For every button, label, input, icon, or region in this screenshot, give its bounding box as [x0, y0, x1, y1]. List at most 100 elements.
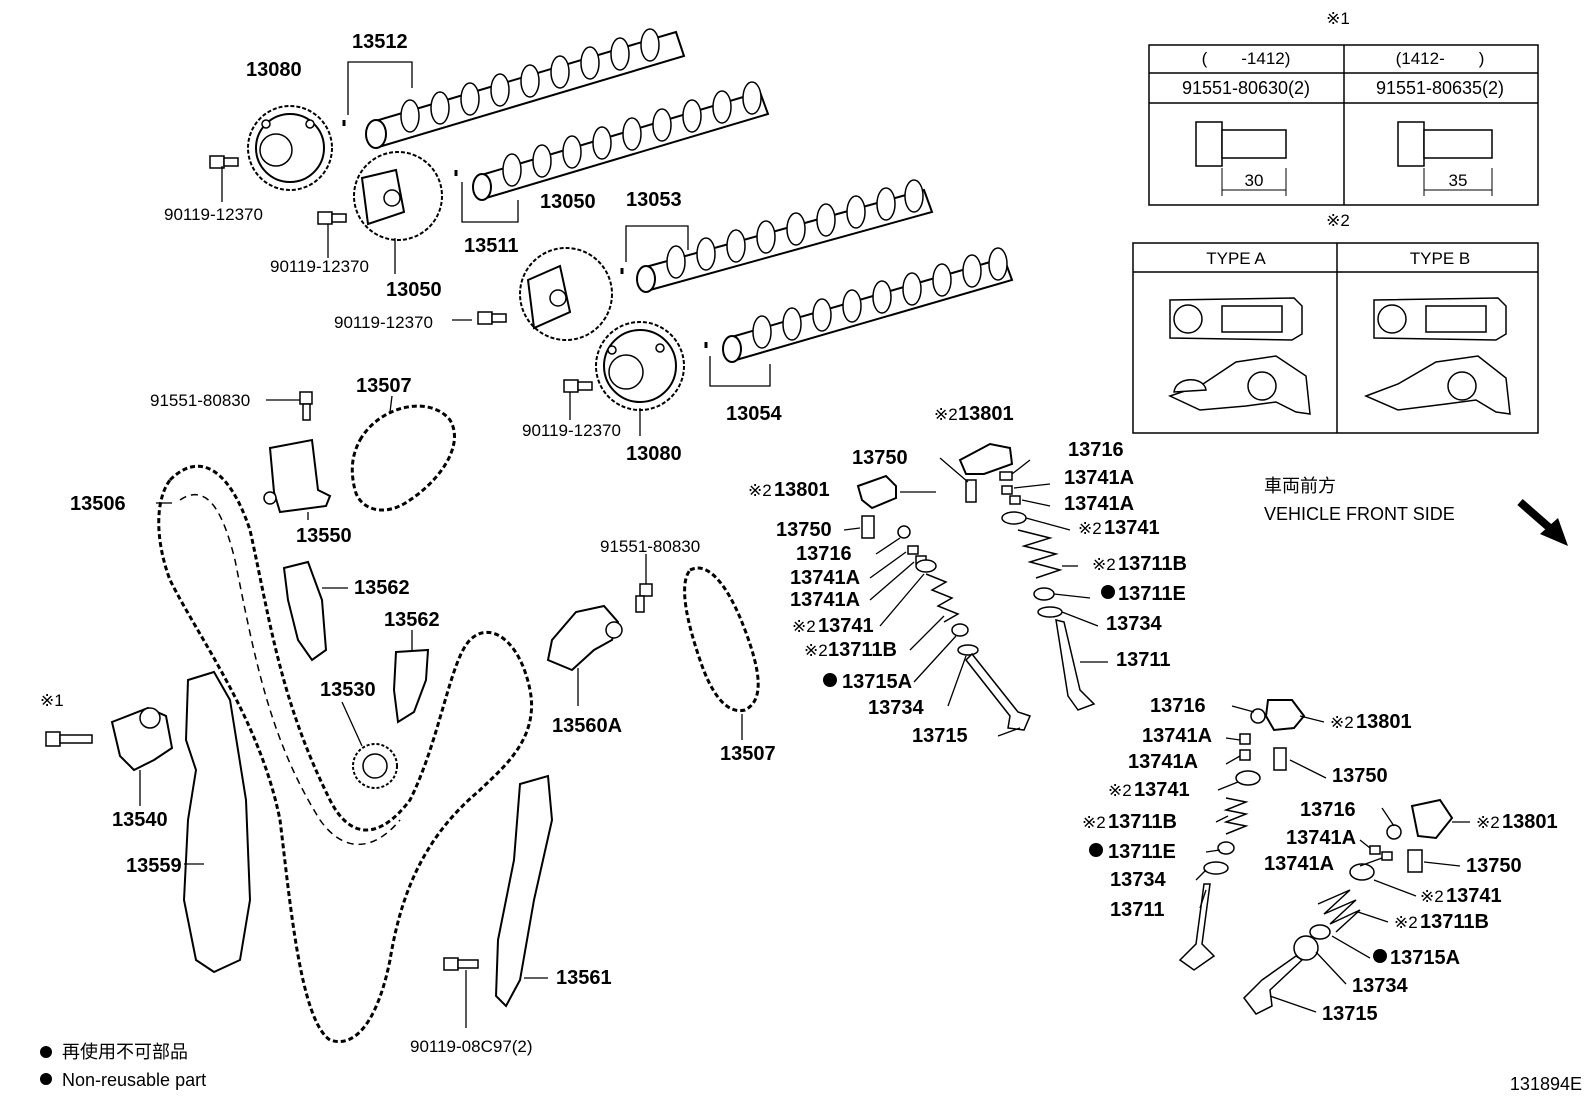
vvt-gear-13080-upper[interactable]	[247, 105, 333, 191]
rocker-arm-13801-g4[interactable]	[1410, 798, 1454, 840]
label-13711B-g2[interactable]: 13711B	[1118, 553, 1187, 575]
bolt-91551-80830-b[interactable]	[635, 583, 653, 613]
label-90119-08C97[interactable]: 90119-08C97(2)	[410, 1037, 533, 1056]
label-13550[interactable]: 13550	[296, 525, 352, 547]
label-90119-12370-b[interactable]: 90119-12370	[270, 257, 369, 276]
label-13715A-g1[interactable]: 13715A	[842, 671, 912, 693]
label-13801-g4[interactable]: 13801	[1502, 811, 1558, 833]
label-13711B-g1[interactable]: 13711B	[828, 639, 897, 661]
valve-13711-g2[interactable]	[1055, 618, 1096, 711]
label-13741-g3[interactable]: 13741	[1134, 779, 1190, 801]
label-13801-g3[interactable]: 13801	[1356, 711, 1412, 733]
label-13741A-g2a[interactable]: 13741A	[1064, 467, 1134, 489]
label-13734-g3[interactable]: 13734	[1110, 869, 1166, 891]
rocker-arm-13801-g3[interactable]	[1264, 699, 1306, 732]
label-13711E-g3[interactable]: 13711E	[1108, 841, 1176, 863]
label-13716-g4[interactable]: 13716	[1300, 799, 1356, 821]
seal-13711E-g2[interactable]	[1033, 587, 1055, 601]
chain-tensioner-13560A[interactable]	[546, 604, 623, 672]
label-13741A-g1b[interactable]: 13741A	[790, 589, 860, 611]
label-13741A-g4a[interactable]: 13741A	[1286, 827, 1356, 849]
label-90119-12370-c[interactable]: 90119-12370	[334, 313, 433, 332]
camshaft-13511[interactable]	[472, 81, 770, 201]
bolt-90119-12370-a[interactable]	[209, 155, 239, 169]
lash-adjuster-13750-g3[interactable]	[1273, 747, 1287, 771]
valve-13715-g1[interactable]	[964, 652, 1032, 731]
label-13716-g3[interactable]: 13716	[1150, 695, 1206, 717]
seal-13715A-g4[interactable]	[1309, 924, 1331, 940]
label-13560A[interactable]: 13560A	[552, 715, 622, 737]
label-13562-b[interactable]: 13562	[384, 609, 440, 631]
rocker-arm-13801-g2[interactable]	[958, 442, 1014, 475]
timing-chain-13506[interactable]	[157, 464, 533, 1043]
valve-13715-g4[interactable]	[1243, 955, 1304, 1015]
label-13080-upper[interactable]: 13080	[246, 59, 302, 81]
label-13741A-g4b[interactable]: 13741A	[1264, 853, 1334, 875]
chain-13507-upper[interactable]	[350, 404, 456, 512]
seat-13734-g4[interactable]	[1293, 935, 1319, 961]
label-13741A-g2b[interactable]: 13741A	[1064, 493, 1134, 515]
label-13741-g2[interactable]: 13741	[1104, 517, 1160, 539]
chain-guide-13562-b[interactable]	[392, 648, 430, 724]
label-13080-lower[interactable]: 13080	[626, 443, 682, 465]
keeper-13741A-g4a[interactable]	[1369, 845, 1381, 855]
camshaft-13053[interactable]	[636, 179, 934, 293]
label-91551-80830-a[interactable]: 91551-80830	[150, 391, 250, 410]
label-13741-g4[interactable]: 13741	[1446, 885, 1502, 907]
camshaft-13512[interactable]	[365, 28, 686, 149]
keeper-13741A-g1a[interactable]	[907, 545, 919, 555]
label-13750-g4[interactable]: 13750	[1466, 855, 1522, 877]
bolt-90119-08C97[interactable]	[443, 957, 479, 971]
valve-tip-13716-g1[interactable]	[897, 525, 911, 539]
label-91551-80830-b[interactable]: 91551-80830	[600, 537, 700, 556]
label-13750-g1[interactable]: 13750	[776, 519, 832, 541]
lash-adjuster-13750-g2[interactable]	[965, 479, 977, 503]
bolt-90119-12370-b[interactable]	[317, 211, 347, 225]
retainer-13741-g1[interactable]	[915, 559, 937, 573]
label-13716-g1[interactable]: 13716	[796, 543, 852, 565]
label-13511[interactable]: 13511	[464, 235, 519, 257]
label-13734-g4[interactable]: 13734	[1352, 975, 1408, 997]
label-90119-12370-d[interactable]: 90119-12370	[522, 421, 621, 440]
bolt-90119-12370-c[interactable]	[477, 311, 507, 325]
label-13512[interactable]: 13512	[352, 31, 408, 53]
keeper-13741A-g2b[interactable]	[1009, 495, 1021, 505]
label-13711E-g2[interactable]: 13711E	[1118, 583, 1186, 605]
label-13507-lower[interactable]: 13507	[720, 743, 776, 765]
label-13053[interactable]: 13053	[626, 189, 682, 211]
valve-tip-13716-g4[interactable]	[1386, 824, 1402, 840]
label-13741A-g3b[interactable]: 13741A	[1128, 751, 1198, 773]
spring-13711B-g2[interactable]	[1017, 529, 1063, 579]
seat-13734-g3[interactable]	[1203, 861, 1229, 875]
seat-13734-g2[interactable]	[1037, 606, 1063, 618]
chain-damper-13561[interactable]	[494, 774, 554, 1008]
lash-adjuster-13750-g4[interactable]	[1407, 849, 1423, 873]
label-13507-upper[interactable]: 13507	[356, 375, 412, 397]
chain-tensioner-13550[interactable]	[263, 438, 332, 514]
label-13750-g2[interactable]: 13750	[852, 447, 908, 469]
label-13750-g3[interactable]: 13750	[1332, 765, 1388, 787]
lash-adjuster-13750-g1[interactable]	[861, 515, 875, 539]
sprocket-13050-lower[interactable]	[519, 247, 613, 341]
label-13506[interactable]: 13506	[70, 493, 126, 515]
label-13711-g2[interactable]: 13711	[1116, 649, 1171, 671]
rocker-arm-13801-g1[interactable]	[856, 474, 897, 510]
spring-13711B-g4[interactable]	[1317, 889, 1361, 933]
seal-13711E-g3[interactable]	[1217, 841, 1235, 855]
keeper-13741A-g4b[interactable]	[1381, 851, 1393, 861]
sprocket-13530[interactable]	[352, 743, 398, 789]
seal-13715A-g1[interactable]	[951, 623, 969, 637]
label-13711B-g3[interactable]: 13711B	[1108, 811, 1177, 833]
label-90119-12370-a[interactable]: 90119-12370	[164, 205, 263, 224]
retainer-13741-g4[interactable]	[1349, 863, 1375, 881]
label-13711-g3[interactable]: 13711	[1110, 899, 1165, 921]
label-13711B-g4[interactable]: 13711B	[1420, 911, 1489, 933]
label-13540[interactable]: 13540	[112, 809, 168, 831]
valve-tip-13716-g2[interactable]	[999, 471, 1013, 481]
label-13801-g1[interactable]: 13801	[774, 479, 830, 501]
chain-13507-lower[interactable]	[683, 566, 760, 713]
label-13741A-g1a[interactable]: 13741A	[790, 567, 860, 589]
label-13050-upper[interactable]: 13050	[386, 279, 442, 301]
vvt-gear-13080-lower[interactable]	[595, 321, 685, 411]
label-13734-g2[interactable]: 13734	[1106, 613, 1162, 635]
